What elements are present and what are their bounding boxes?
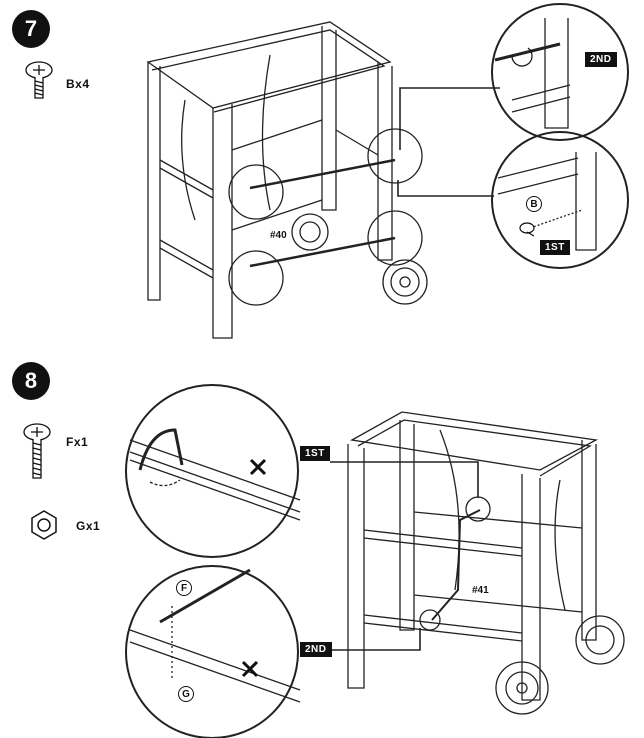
cross-mark-icon [241, 458, 267, 678]
nut-letter-badge: G [178, 686, 194, 702]
part-quantity: Bx4 [66, 77, 90, 91]
order-tag-first: 1ST [540, 240, 570, 255]
step-number: 8 [12, 362, 50, 400]
screw-letter-badge: B [526, 196, 542, 212]
cart-frame-step7 [146, 21, 428, 339]
rotate-arrow-icon [511, 47, 533, 67]
screw-icon [23, 423, 51, 479]
screw-icon [519, 222, 535, 237]
zoom-circle [367, 210, 423, 266]
nut-quantity: Gx1 [76, 519, 101, 533]
order-tag-first: 1ST [300, 446, 330, 461]
screw-letter-badge: F [176, 580, 192, 596]
order-tag-second: 2ND [585, 52, 617, 67]
zoom-circle [228, 250, 284, 306]
order-tag-second: 2ND [300, 642, 332, 657]
zoom-circle [228, 164, 284, 220]
screw-icon [25, 61, 53, 99]
screw-quantity: Fx1 [66, 435, 89, 449]
step-number: 7 [12, 10, 50, 48]
part-number-label: #41 [472, 585, 489, 596]
part-number-label: #40 [270, 230, 287, 241]
zoom-circle [367, 128, 423, 184]
nut-icon [31, 510, 57, 540]
cart-frame-step8 [347, 411, 625, 715]
